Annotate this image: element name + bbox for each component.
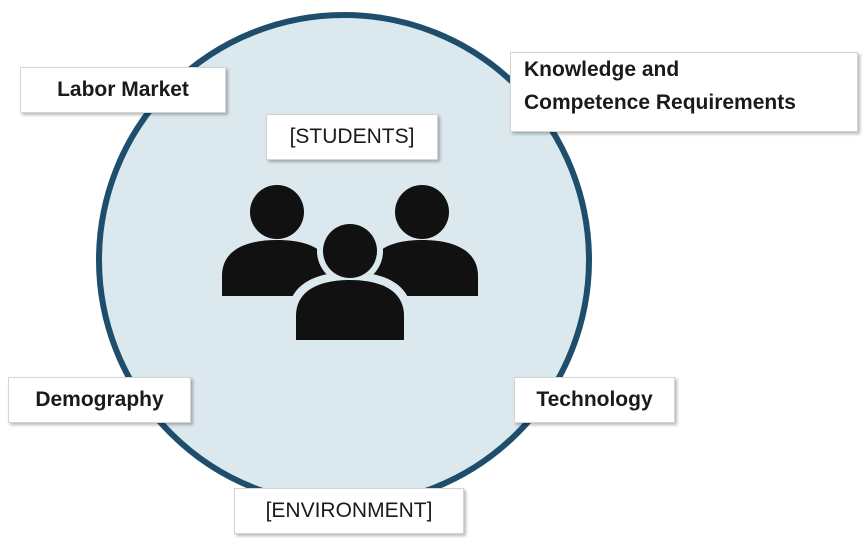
demography-label: Demography	[35, 388, 164, 411]
technology-label: Technology	[536, 388, 653, 411]
person-left-head-icon	[250, 185, 304, 239]
labor-market-label: Labor Market	[57, 78, 189, 101]
knowledge-label-line-1: Knowledge and	[524, 58, 680, 81]
knowledge-label-line-2: Competence Requirements	[524, 91, 796, 114]
person-right-head-icon	[395, 185, 449, 239]
demography-box: Demography	[8, 377, 191, 423]
person-right-body-icon	[368, 240, 478, 296]
environment-box: [ENVIRONMENT]	[234, 488, 464, 534]
person-middle-head-icon	[323, 224, 377, 278]
students-label: [STUDENTS]	[289, 125, 415, 148]
labor-market-box: Labor Market	[20, 67, 226, 113]
people-group-icon	[222, 185, 478, 340]
knowledge-competence-box: Knowledge and Competence Requirements	[510, 52, 858, 132]
students-box: [STUDENTS]	[266, 114, 438, 160]
technology-box: Technology	[514, 377, 675, 423]
person-left-body-icon	[222, 240, 332, 296]
environment-label: [ENVIRONMENT]	[265, 499, 433, 522]
person-middle-body-icon	[296, 280, 404, 340]
